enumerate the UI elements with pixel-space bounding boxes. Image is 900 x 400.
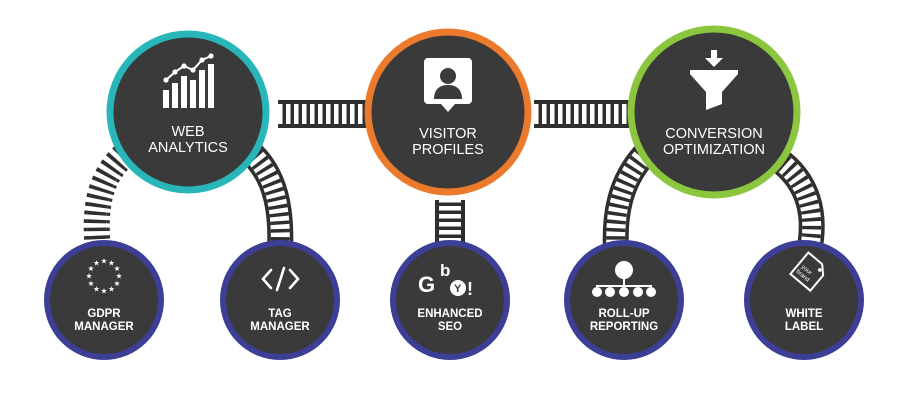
label-visitor-profiles: VISITOR PROFILES (373, 126, 523, 158)
svg-text:!: ! (467, 279, 473, 299)
eu-star-icon: ★ (93, 259, 100, 268)
bar-chart-trend-icon (163, 53, 214, 108)
eu-star-icon: ★ (93, 285, 100, 294)
hierarchy-icon (592, 261, 656, 297)
node-enhanced-seo[interactable]: G b Y ! (390, 240, 510, 360)
label-line: OPTIMIZATION (662, 142, 766, 159)
rail-conversion-rollup (602, 146, 655, 253)
label-enhanced-seo: ENHANCED SEO (402, 308, 498, 334)
label-line: PROFILES (412, 142, 484, 159)
eu-star-icon: ★ (88, 279, 95, 288)
funnel-icon (690, 50, 738, 110)
label-line: MANAGER (74, 320, 134, 333)
node-roll-up-reporting[interactable] (564, 240, 684, 360)
label-roll-up-reporting: ROLL-UP REPORTING (576, 308, 672, 334)
rail-visitor-seo (435, 200, 465, 244)
svg-text:G: G (418, 272, 435, 297)
user-profile-icon (424, 58, 472, 112)
label-line: ENHANCED (417, 308, 483, 320)
eu-star-icon: ★ (116, 272, 123, 281)
search-engines-icon: G b Y ! (418, 261, 473, 299)
eu-star-icon: ★ (108, 259, 115, 268)
label-line: CONVERSION (665, 126, 763, 142)
eu-star-icon: ★ (114, 279, 121, 288)
node-conversion-optimization[interactable] (627, 25, 801, 199)
node-tag-manager[interactable] (220, 240, 340, 360)
eu-star-icon: ★ (101, 287, 108, 296)
label-line: WEB (171, 124, 205, 140)
eu-star-icon: ★ (114, 264, 121, 273)
label-line: ROLL-UP (598, 308, 650, 320)
eu-star-icon: ★ (108, 285, 115, 294)
label-conversion-optimization: CONVERSION OPTIMIZATION (639, 126, 789, 158)
eu-star-icon: ★ (101, 257, 108, 266)
label-white-label: WHITE LABEL (756, 308, 852, 334)
eu-star-icon: ★ (88, 264, 95, 273)
rail-web-tag (239, 140, 294, 253)
node-white-label[interactable]: your brand (744, 240, 864, 360)
rail-web-gdpr (83, 139, 139, 254)
label-gdpr-manager: GDPR MANAGER (56, 308, 152, 334)
label-line: VISITOR (419, 126, 477, 142)
code-brackets-icon (261, 266, 300, 292)
label-line: SEO (437, 320, 463, 333)
svg-text:Y: Y (454, 283, 462, 295)
label-line: ANALYTICS (148, 140, 228, 157)
eu-star-icon: ★ (86, 272, 93, 281)
brand-tag-icon: your brand (788, 251, 825, 293)
label-line: GDPR (87, 308, 121, 320)
label-line: MANAGER (250, 320, 310, 333)
label-tag-manager: TAG MANAGER (232, 308, 328, 334)
label-line: WHITE (785, 308, 823, 320)
node-visitor-profiles[interactable] (364, 28, 532, 196)
eu-stars-icon: ★★★★★★★★★★★★ (86, 257, 123, 296)
svg-text:b: b (440, 261, 450, 280)
node-gdpr-manager[interactable]: ★★★★★★★★★★★★ (44, 240, 164, 360)
label-web-analytics: WEB ANALYTICS (113, 124, 263, 156)
label-line: LABEL (784, 320, 824, 333)
rail-visitor-conversion (534, 100, 630, 128)
label-line: REPORTING (589, 320, 659, 333)
node-web-analytics[interactable] (106, 30, 270, 194)
label-line: TAG (268, 308, 292, 320)
rail-web-visitor (278, 100, 368, 128)
